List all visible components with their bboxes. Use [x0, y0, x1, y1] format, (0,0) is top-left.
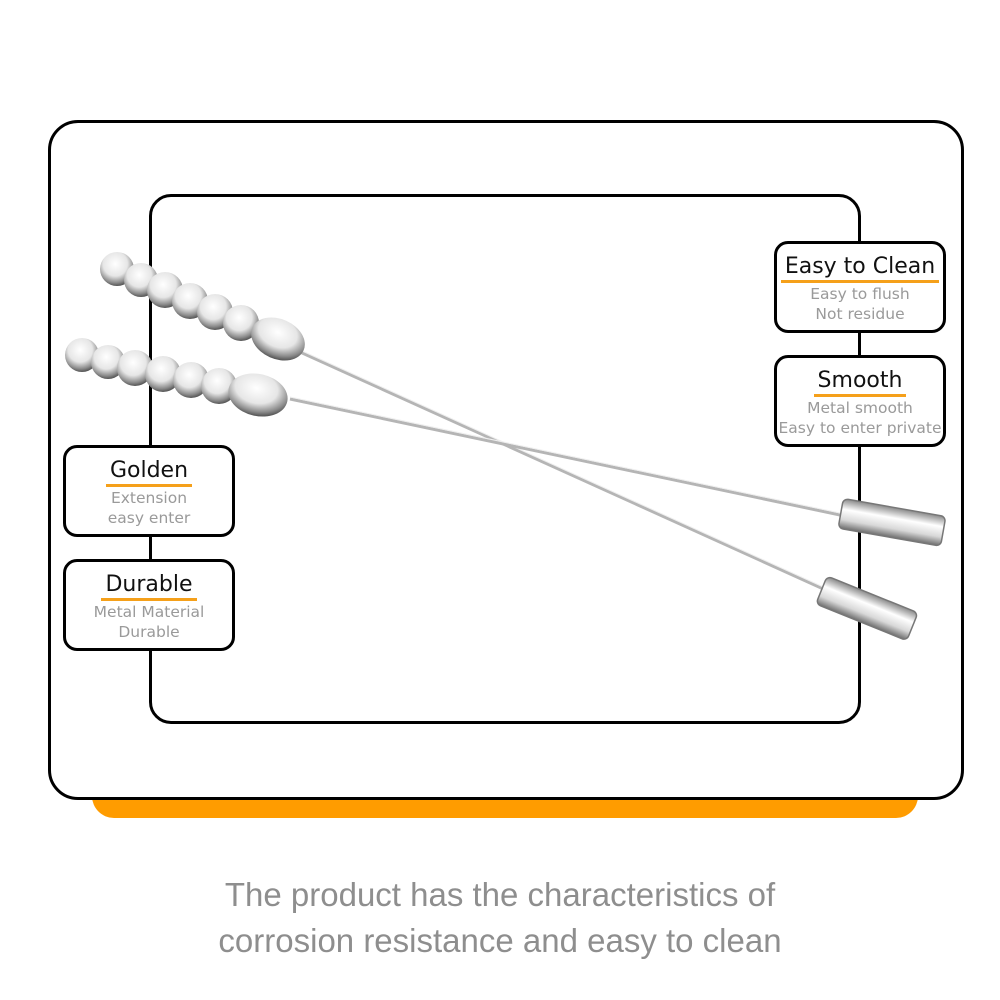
feature-callout-durable: Durable Metal Material Durable [63, 559, 235, 651]
feature-callout-smooth: Smooth Metal smooth Easy to enter privat… [774, 355, 946, 447]
feature-title: Smooth [813, 368, 907, 397]
feature-desc-line: Easy to enter private [778, 419, 942, 437]
feature-desc-line: Extension [110, 489, 188, 507]
handle-upper [838, 498, 946, 547]
bead-chain-upper [100, 252, 305, 361]
handle-lower [816, 576, 918, 640]
feature-callout-golden: Golden Extension easy enter [63, 445, 235, 537]
feature-desc-line: Metal Material [93, 603, 205, 621]
feature-title: Easy to Clean [780, 254, 940, 283]
rod-upper [100, 252, 918, 640]
feature-desc-line: Easy to flush [810, 285, 910, 303]
feature-callout-easy-to-clean: Easy to Clean Easy to flush Not residue [774, 241, 946, 333]
rod-lower [65, 338, 946, 547]
caption: The product has the characteristics of c… [0, 872, 1000, 964]
bead-chain-lower [65, 338, 288, 417]
feature-desc-line: Durable [118, 623, 180, 641]
feature-desc-line: easy enter [107, 509, 191, 527]
feature-desc-line: Metal smooth [807, 399, 913, 417]
feature-desc-line: Not residue [815, 305, 905, 323]
caption-line-2: corrosion resistance and easy to clean [218, 922, 782, 959]
feature-title: Durable [101, 572, 197, 601]
caption-line-1: The product has the characteristics of [224, 876, 776, 913]
feature-title: Golden [105, 458, 193, 487]
